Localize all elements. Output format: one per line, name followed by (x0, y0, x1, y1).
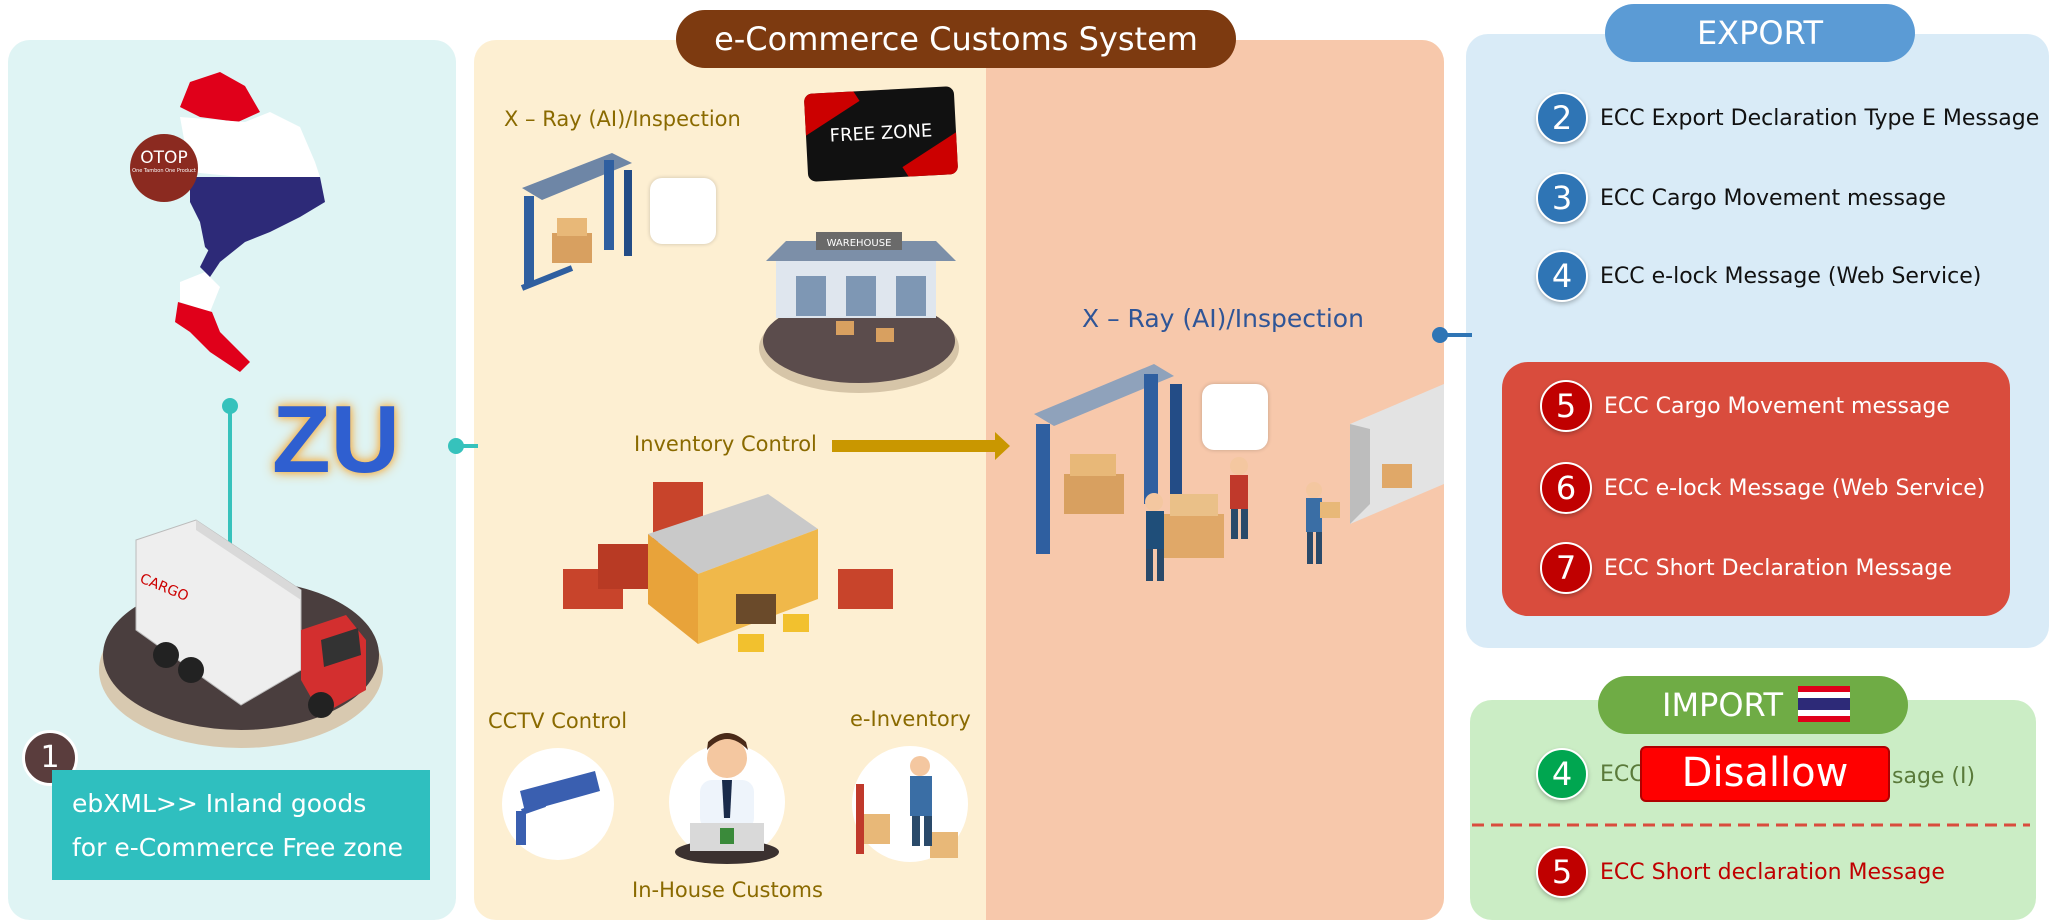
export-red-item-7-number: 7 (1540, 542, 1592, 594)
otop-logo-text: OTOP (140, 148, 188, 168)
export-red-item-6-text: ECC e-lock Message (Web Service) (1604, 475, 1986, 501)
disallow-badge: Disallow (1640, 746, 1890, 802)
export-item-2: 2 ECC Export Declaration Type E Message (1536, 92, 2039, 144)
otop-logo: OTOP One Tambon One Product (130, 134, 198, 202)
import-item-5: 5 ECC Short declaration Message (1536, 846, 1945, 898)
import-item-5-number: 5 (1536, 846, 1588, 898)
export-item-2-text: ECC Export Declaration Type E Message (1600, 105, 2040, 131)
xray-label-top: X – Ray (AI)/Inspection (504, 107, 741, 131)
inventory-warehouse-icon (563, 482, 893, 652)
qr-code-icon-2 (1202, 384, 1268, 450)
export-item-3-text: ECC Cargo Movement message (1600, 185, 1946, 211)
export-red-item-5-number: 5 (1540, 380, 1592, 432)
import-item-4-prefix: ECC (1600, 761, 1645, 787)
cctv-control-label: CCTV Control (488, 709, 628, 733)
inventory-control-label: Inventory Control (634, 432, 817, 456)
ebxml-note: ebXML>> Inland goods for e-Commerce Free… (52, 770, 430, 880)
import-title: IMPORT (1598, 676, 1908, 734)
export-item-3-number: 3 (1536, 172, 1588, 224)
ebxml-line1: ebXML>> Inland goods (72, 789, 367, 818)
thailand-flag-icon (1798, 686, 1850, 722)
page-title: e-Commerce Customs System (676, 10, 1236, 68)
export-red-item-6-number: 6 (1540, 462, 1592, 514)
e-inventory-label: e-Inventory (850, 707, 971, 731)
export-item-4-number: 4 (1536, 250, 1588, 302)
in-house-customs-label: In-House Customs (632, 878, 823, 902)
customs-officer-icon (669, 733, 785, 864)
e-inventory-icon (852, 746, 968, 862)
import-item-5-text: ECC Short declaration Message (1600, 859, 1945, 885)
warehouse-icon: WAREHOUSE (759, 232, 959, 393)
ebxml-line2: for e-Commerce Free zone (72, 833, 404, 862)
import-item-4-number: 4 (1536, 748, 1588, 800)
import-item-4-suffix: sage (I) (1892, 764, 1976, 789)
export-item-3: 3 ECC Cargo Movement message (1536, 172, 1946, 224)
zu-logo: ZU (272, 386, 400, 493)
xray-label-right: X – Ray (AI)/Inspection (1082, 304, 1364, 333)
import-title-label: IMPORT (1662, 686, 1783, 724)
container-loading-icon (1306, 384, 1444, 564)
export-red-item-5-text: ECC Cargo Movement message (1604, 393, 1950, 419)
export-item-2-number: 2 (1536, 92, 1588, 144)
export-red-item-7-text: ECC Short Declaration Message (1604, 555, 1952, 581)
export-red-item-6: 6 ECC e-lock Message (Web Service) (1540, 462, 1985, 514)
cctv-icon (502, 748, 614, 860)
otop-logo-subtext: One Tambon One Product (132, 168, 196, 174)
thailand-map-icon (175, 72, 325, 372)
cargo-truck-icon: CARGO (99, 519, 383, 748)
inspection-gantry-icon (1034, 364, 1248, 581)
free-zone-sign: FREE ZONE (803, 86, 959, 182)
free-zone-text: FREE ZONE (829, 120, 933, 147)
export-title: EXPORT (1605, 4, 1915, 62)
xray-gantry-icon (520, 153, 632, 291)
export-item-4-text: ECC e-lock Message (Web Service) (1600, 263, 1982, 289)
export-item-4: 4 ECC e-lock Message (Web Service) (1536, 250, 1981, 302)
export-red-item-5: 5 ECC Cargo Movement message (1540, 380, 1950, 432)
export-red-item-7: 7 ECC Short Declaration Message (1540, 542, 1952, 594)
import-item-4: 4 ECC (1536, 748, 1645, 800)
qr-code-icon (650, 178, 716, 244)
warehouse-sign-text: WAREHOUSE (827, 238, 892, 249)
